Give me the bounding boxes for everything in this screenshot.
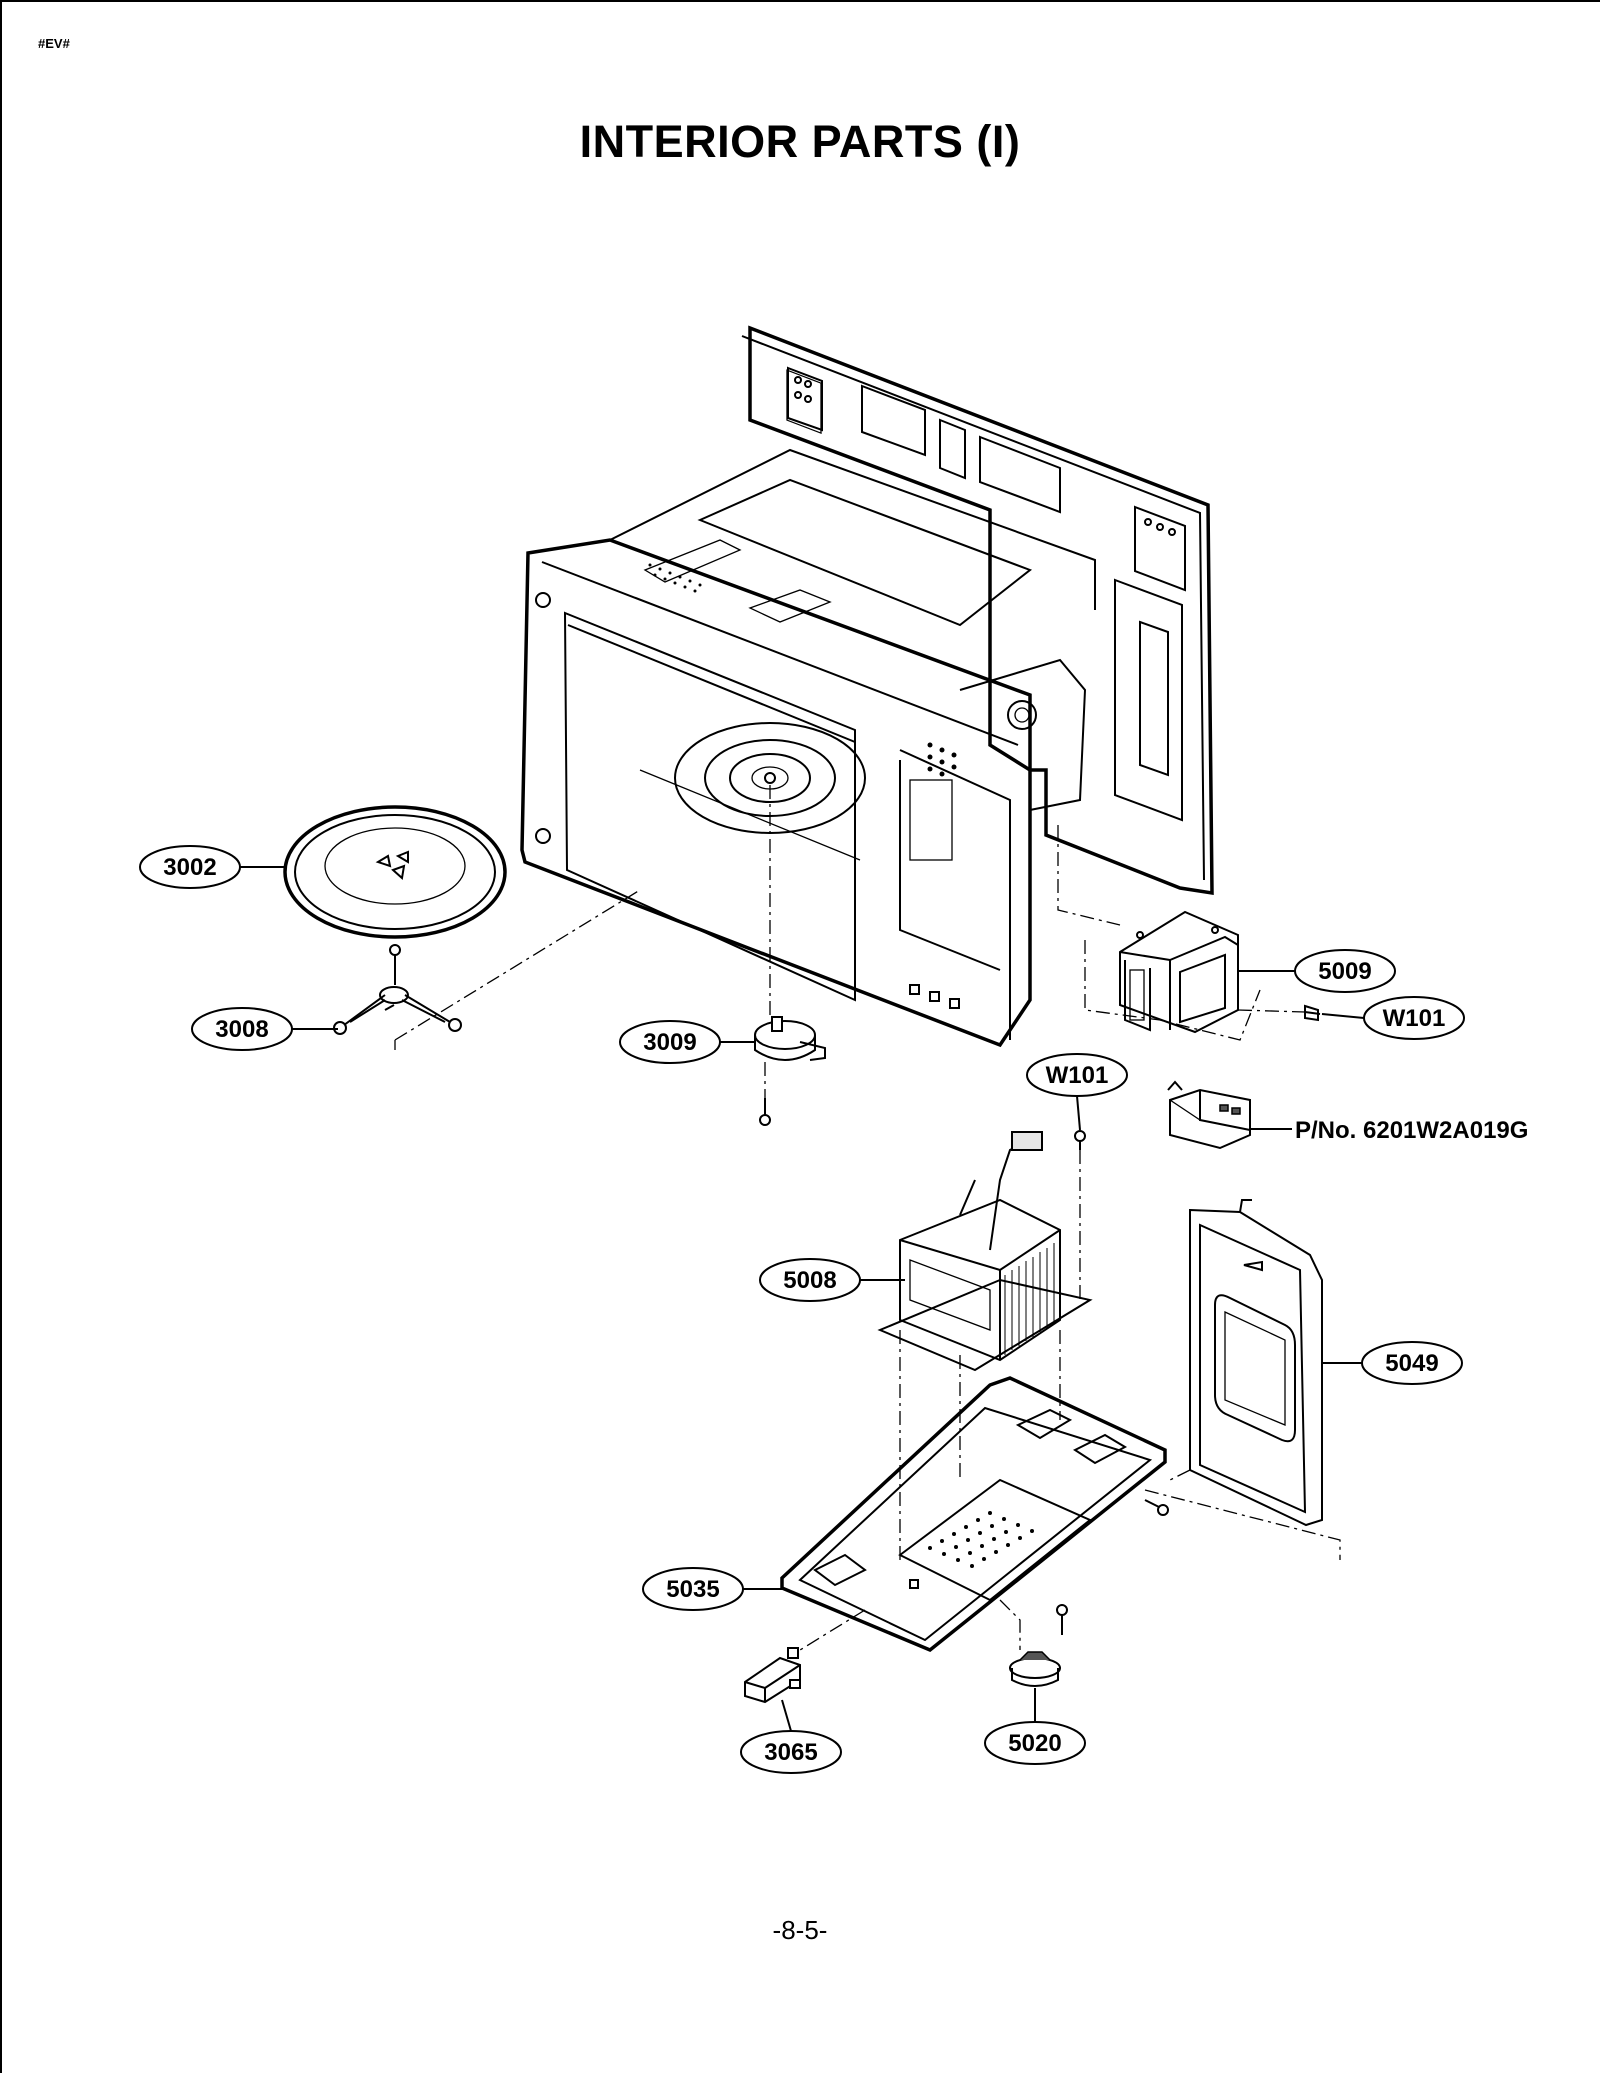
callout-label: 5008 (783, 1267, 836, 1294)
callout-label: W101 (1383, 1005, 1446, 1032)
callout-3002: 3002 (139, 845, 285, 889)
callout-label: 3002 (163, 854, 216, 881)
callout-label: 5049 (1385, 1350, 1438, 1377)
callout-label: 3008 (215, 1016, 268, 1043)
callout-label: 3009 (643, 1029, 696, 1056)
callout-label: 5009 (1318, 958, 1371, 985)
roller-ring-drawing (333, 944, 462, 1035)
callout-label: 5020 (1008, 1730, 1061, 1757)
doc-code: #EV# (38, 36, 70, 51)
callout-w101-magnetron: W101 (1321, 996, 1465, 1040)
callout-capacitor: P/No. 6201W2A019G (1250, 1117, 1528, 1144)
turntable-tray-drawing (283, 805, 507, 939)
sensor-drawing (744, 1647, 801, 1704)
assembly-lines (394, 785, 1341, 1651)
callout-label: P/No. 6201W2A019G (1295, 1117, 1528, 1144)
page-number: -8-5- (772, 1915, 828, 1945)
transformer-drawing (877, 1130, 1093, 1372)
callout-5008: 5008 (759, 1258, 905, 1302)
page-title: INTERIOR PARTS (I) (579, 116, 1021, 167)
callout-label: 5035 (666, 1576, 719, 1603)
callout-5035: 5035 (642, 1567, 785, 1611)
thermostat-drawing (1009, 1604, 1068, 1687)
base-plate-drawing (780, 1376, 1169, 1653)
callout-3009: 3009 (619, 1020, 756, 1064)
callout-5049: 5049 (1322, 1341, 1463, 1385)
callout-5009: 5009 (1238, 949, 1396, 993)
callout-3008: 3008 (191, 1007, 338, 1051)
oven-cavity-drawing (520, 325, 1214, 1048)
callout-label: W101 (1046, 1062, 1109, 1089)
cover-plate-drawing (1189, 1199, 1323, 1527)
callout-w101-transformer: W101 (1026, 1053, 1128, 1131)
callout-label: 3065 (764, 1739, 817, 1766)
callout-3065: 3065 (740, 1699, 842, 1774)
capacitor-drawing (1167, 1080, 1251, 1150)
callout-5020: 5020 (984, 1688, 1086, 1765)
turntable-motor-drawing (754, 1016, 826, 1126)
